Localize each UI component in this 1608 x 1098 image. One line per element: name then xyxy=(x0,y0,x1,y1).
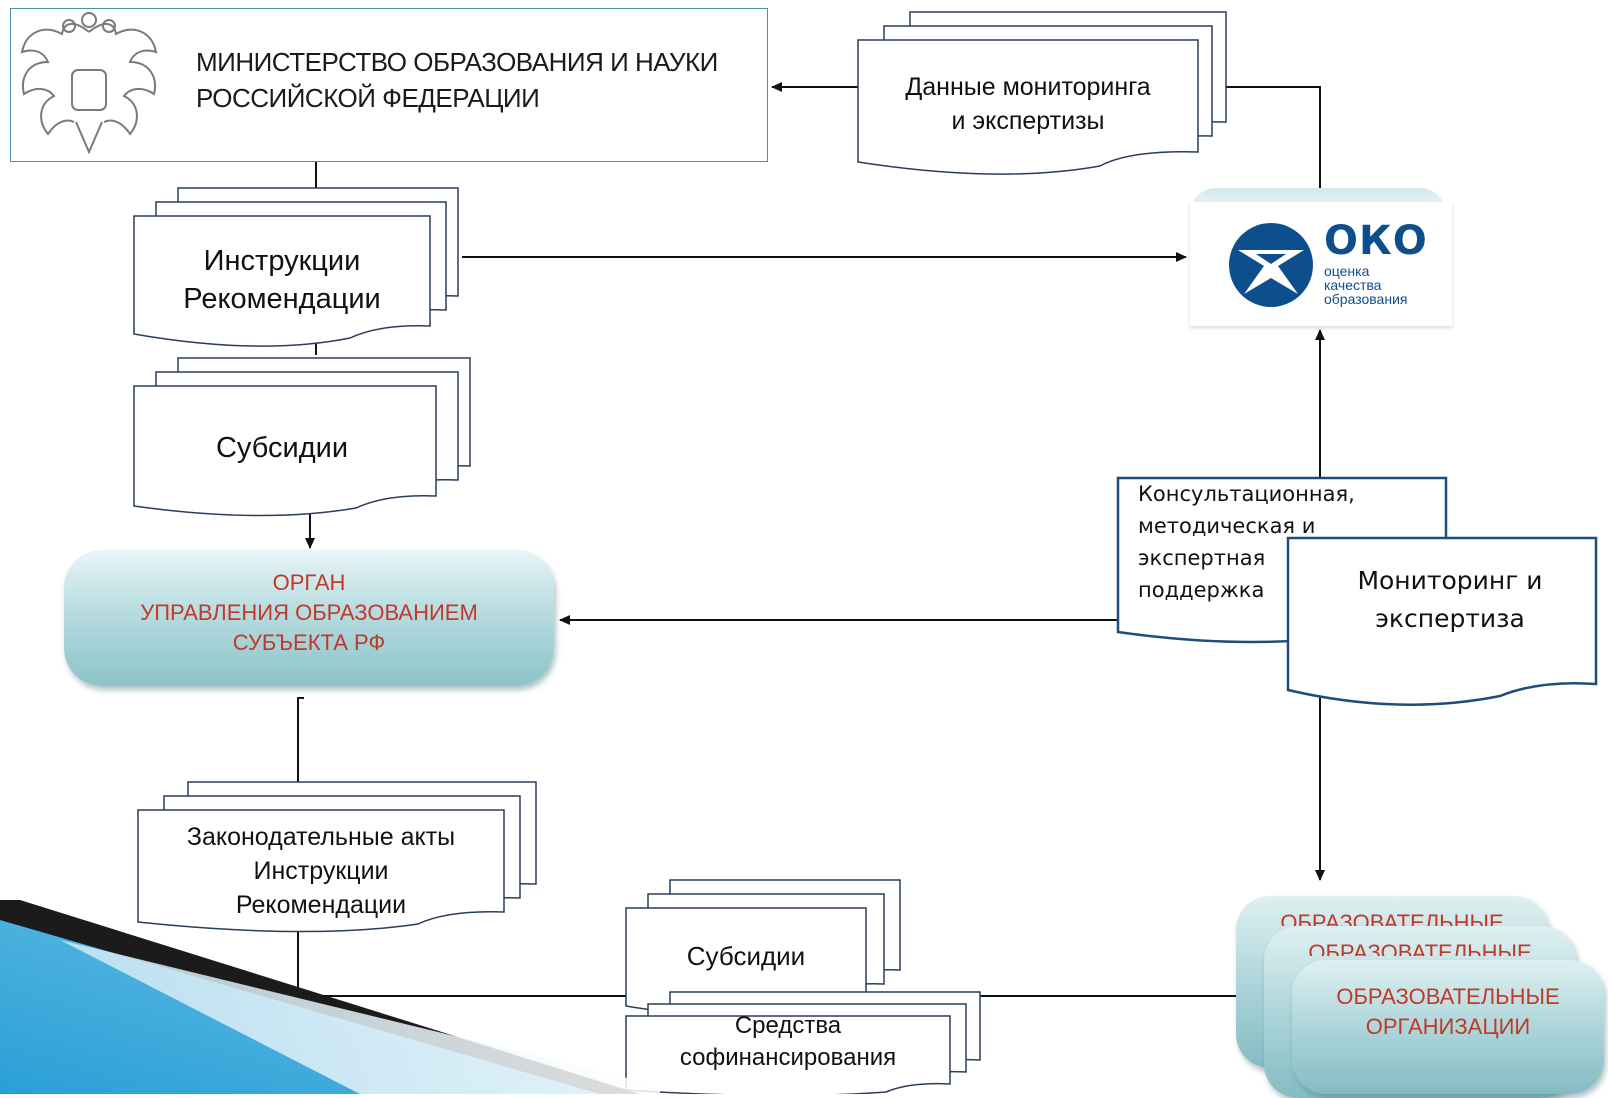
oko-logo-text: ОКО xyxy=(1324,218,1428,264)
cofinance-line2: софинансирования xyxy=(679,1044,897,1071)
monitoring-data-line1: Данные мониторинга xyxy=(905,73,1151,101)
orgs-card-front: ОБРАЗОВАТЕЛЬНЫЕ ОРГАНИЗАЦИИ xyxy=(1292,960,1604,1094)
instructions-label: Инструкции Рекомендации xyxy=(134,242,430,318)
ministry-title: МИНИСТЕРСТВО ОБРАЗОВАНИЯ И НАУКИ РОССИЙС… xyxy=(196,44,718,116)
doc-monitoring xyxy=(1286,536,1598,706)
cofinance-line1: Средства xyxy=(734,1012,842,1039)
organ-box: ОРГАН УПРАВЛЕНИЯ ОБРАЗОВАНИЕМ СУБЪЕКТА Р… xyxy=(64,550,554,686)
organ-line1: ОРГАН xyxy=(272,570,346,595)
consult-line2: методическая и xyxy=(1138,514,1316,538)
organ-label: ОРГАН УПРАВЛЕНИЯ ОБРАЗОВАНИЕМ СУБЪЕКТА Р… xyxy=(64,568,554,658)
corner-swoosh xyxy=(0,900,660,1094)
monitoring-data-line2: и экспертизы xyxy=(951,107,1105,135)
oko-tag3: образования xyxy=(1324,291,1408,307)
orgs-front-line2: ОРГАНИЗАЦИИ xyxy=(1365,1014,1531,1039)
monitoring-label: Мониторинг и экспертиза xyxy=(1300,562,1600,638)
organ-line3: СУБЪЕКТА РФ xyxy=(232,630,386,655)
laws-line3: Рекомендации xyxy=(235,891,407,919)
consult-line3: экспертная xyxy=(1138,546,1266,570)
russian-coat-of-arms-icon xyxy=(20,12,158,155)
subsidies-top-label: Субсидии xyxy=(215,432,349,464)
subsidies-bottom-label: Субсидии xyxy=(686,941,806,971)
doc-instructions-page1 xyxy=(133,215,431,347)
consult-label: Консультационная, методическая и эксперт… xyxy=(1138,478,1438,606)
orgs-front-label: ОБРАЗОВАТЕЛЬНЫЕ ОРГАНИЗАЦИИ xyxy=(1292,982,1604,1042)
orgs-middle-label: ОБРАЗОВАТЕЛЬНЫЕ xyxy=(1308,940,1532,956)
orgs-back-label: ОБРАЗОВАТЕЛЬНЫЕ xyxy=(1280,910,1504,926)
ministry-box xyxy=(10,8,768,162)
laws-line1: Законодательные акты xyxy=(186,823,456,851)
orgs-front-line1: ОБРАЗОВАТЕЛЬНЫЕ xyxy=(1336,984,1560,1009)
monitoring-line1: Мониторинг и xyxy=(1357,566,1543,595)
monitoring-data-label: Данные мониторинга и экспертизы xyxy=(858,70,1198,138)
organ-line2: УПРАВЛЕНИЯ ОБРАЗОВАНИЕМ xyxy=(140,600,478,625)
doc-monitoring-data-page1 xyxy=(857,39,1199,175)
oko-logo: ОКО оценка качества образования xyxy=(1190,202,1452,326)
oko-tag1: оценка xyxy=(1324,263,1370,279)
doc-laws-page1 xyxy=(137,809,505,933)
ministry-title-line2: РОССИЙСКОЙ ФЕДЕРАЦИИ xyxy=(196,83,540,113)
ministry-title-line1: МИНИСТЕРСТВО ОБРАЗОВАНИЯ И НАУКИ xyxy=(196,47,718,77)
oko-emblem-icon xyxy=(1229,223,1313,307)
consult-line1: Консультационная, xyxy=(1138,482,1355,506)
oko-tagline: оценка качества образования xyxy=(1324,264,1407,306)
instructions-line1: Инструкции xyxy=(203,245,361,277)
laws-line2: Инструкции xyxy=(253,857,389,885)
cofinance-label: Средства софинансирования xyxy=(626,1010,950,1074)
oko-tag2: качества xyxy=(1324,277,1382,293)
consult-line4: поддержка xyxy=(1138,578,1265,602)
monitoring-line2: экспертиза xyxy=(1375,604,1525,633)
laws-label: Законодательные акты Инструкции Рекоменд… xyxy=(138,820,504,922)
doc-subsidies-top-page1 xyxy=(133,385,437,517)
instructions-line2: Рекомендации xyxy=(183,283,381,315)
